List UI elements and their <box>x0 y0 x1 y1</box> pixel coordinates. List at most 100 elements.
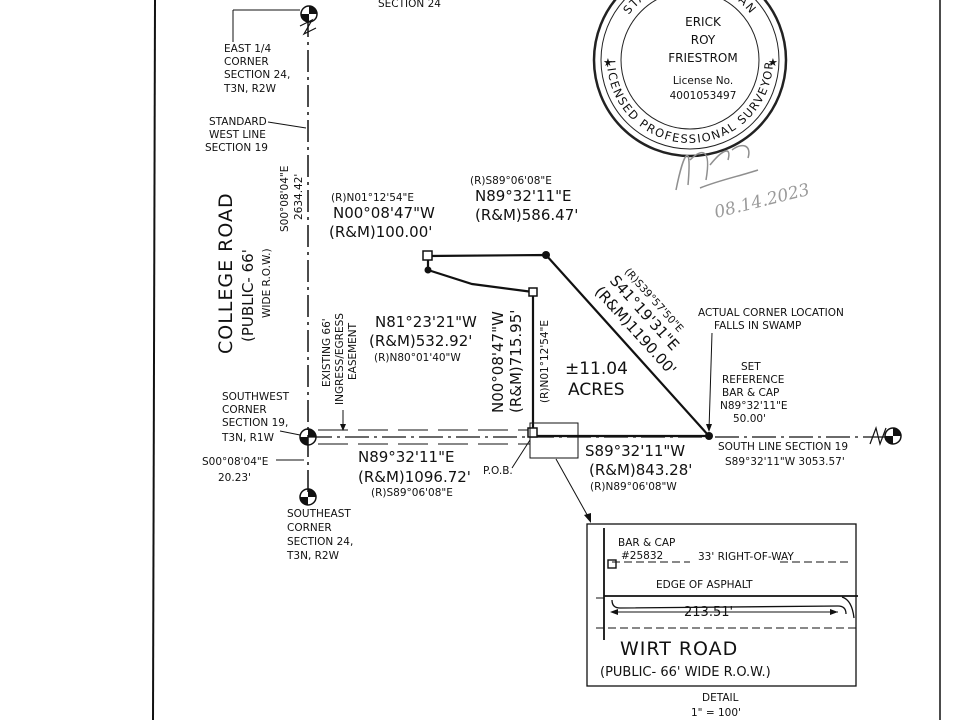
course-west-small-distance: (R&M)100.00' <box>329 223 432 241</box>
southeast-corner-monument <box>299 488 317 506</box>
svg-text:SECTION 24,: SECTION 24, <box>287 536 353 548</box>
detail-bar-cap-marker <box>607 559 617 569</box>
detail-bar-cap-label: BAR & CAP <box>618 537 675 549</box>
detail-bar-cap-number: #25832 <box>621 550 663 562</box>
west-line-bearing: S00°08'04"E <box>279 166 291 232</box>
course-south-west-bearing: N89°32'11"E <box>358 448 454 466</box>
svg-text:SECTION 19,: SECTION 19, <box>222 417 288 429</box>
seal-license-label: License No. <box>673 75 733 87</box>
tie-south-distance: 20.23' <box>218 472 251 484</box>
course-south-west-distance: (R&M)1096.72' <box>358 468 471 486</box>
detail-asphalt-label: EDGE OF ASPHALT <box>656 579 753 591</box>
actual-corner-note-2: FALLS IN SWAMP <box>714 320 801 332</box>
set-reference-label: SET REFERENCE BAR & CAP N89°32'11"E 50.0… <box>720 361 788 425</box>
tie-south-bearing: S00°08'04"E <box>202 456 268 468</box>
easement-label-2: INGRESS/EGRESS <box>334 313 346 405</box>
acreage-value: ±11.04 <box>565 359 628 379</box>
parcel-boundary <box>426 253 712 438</box>
detail-inset: BAR & CAP #25832 33' RIGHT-OF-WAY EDGE O… <box>586 523 858 687</box>
detail-scale: 1" = 100' <box>691 707 741 719</box>
svg-text:BAR & CAP: BAR & CAP <box>722 387 779 399</box>
course-south-west-record: (R)S89°06'08"E <box>371 487 453 499</box>
course-north-bearing: N89°32'11"E <box>475 187 571 205</box>
detail-pointer-arrow-icon <box>584 513 591 523</box>
parcel-corner-inner-marker <box>528 287 538 297</box>
svg-text:CORNER: CORNER <box>222 404 267 416</box>
seal-license-number: 4001053497 <box>670 90 737 102</box>
svg-text:CORNER: CORNER <box>287 522 332 534</box>
seal-star-right-icon: ★ <box>768 56 778 69</box>
section-24-label: SECTION 24 <box>378 0 441 10</box>
college-road-name: COLLEGE ROAD <box>215 192 237 354</box>
detail-road-name: WIRT ROAD <box>620 638 738 660</box>
surveyor-signature: 08.14.2023 <box>675 144 812 223</box>
seal-name-last: FRIESTROM <box>668 51 737 65</box>
east-section-line-monument <box>884 427 902 445</box>
college-road-sub2: WIDE R.O.W.) <box>261 248 273 318</box>
detail-dimension-arrow-left-icon <box>610 609 618 615</box>
course-vert-record: (R)N01°12'54"E <box>539 320 551 403</box>
detail-pointer-line <box>555 458 591 521</box>
svg-text:EAST 1/4: EAST 1/4 <box>224 43 271 55</box>
svg-text:50.00': 50.00' <box>733 413 766 425</box>
course-vert-distance: (R&M)715.95' <box>507 310 525 413</box>
south-line-section-bearing: S89°32'11"W 3053.57' <box>725 456 845 468</box>
pob-leader <box>511 439 531 469</box>
detail-row-label: 33' RIGHT-OF-WAY <box>698 551 794 563</box>
seal-name-middle: ROY <box>691 33 716 47</box>
southwest-corner-label: SOUTHWEST CORNER SECTION 19, T3N, R1W <box>221 391 301 444</box>
west-line-distance: 2634.42' <box>293 174 305 220</box>
svg-text:T3N, R2W: T3N, R2W <box>286 550 340 562</box>
svg-text:WEST LINE: WEST LINE <box>209 129 266 141</box>
svg-text:T3N, R2W: T3N, R2W <box>223 83 277 95</box>
easement-label-3: EASEMENT <box>347 322 359 380</box>
course-west-small-bearing: N00°08'47"W <box>333 204 435 222</box>
course-vert-bearing: N00°08'47"W <box>489 311 507 413</box>
pob-label: P.O.B. <box>483 465 513 477</box>
parcel-corner-nw-marker <box>422 250 433 261</box>
easement-arrow-head-icon <box>340 424 346 431</box>
parcel-corner-ne-marker <box>542 251 550 259</box>
south-line-section-label: SOUTH LINE SECTION 19 <box>718 441 848 453</box>
standard-west-line-label: STANDARD WEST LINE SECTION 19 <box>205 116 307 154</box>
course-north-distance: (R&M)586.47' <box>475 206 578 224</box>
page-border-left <box>152 0 156 720</box>
pob-marker <box>527 427 538 438</box>
parcel-corner-se-marker <box>705 432 713 440</box>
detail-distance: 213.51' <box>684 605 733 620</box>
svg-text:STANDARD: STANDARD <box>209 116 267 128</box>
acreage-unit: ACRES <box>568 380 625 400</box>
svg-text:SECTION 19: SECTION 19 <box>205 142 268 154</box>
detail-road-sub: (PUBLIC- 66' WIDE R.O.W.) <box>600 665 771 680</box>
east-quarter-corner-monument <box>300 5 318 23</box>
parcel-corner-w-marker <box>424 266 432 274</box>
svg-text:08.14.2023: 08.14.2023 <box>712 180 811 223</box>
actual-corner-note-1: ACTUAL CORNER LOCATION <box>698 307 844 319</box>
college-road-sub1: (PUBLIC- 66' <box>239 249 257 342</box>
svg-text:SOUTHEAST: SOUTHEAST <box>287 508 351 520</box>
course-diag-west-record: (R)N80°01'40"W <box>374 352 461 364</box>
svg-text:SECTION 24,: SECTION 24, <box>224 69 290 81</box>
easement-label-1: EXISTING 66' <box>321 318 333 387</box>
course-diag-west-distance: (R&M)532.92' <box>369 332 472 350</box>
course-north-record: (R)S89°06'08"E <box>470 175 552 187</box>
east-quarter-corner-label: EAST 1/4 CORNER SECTION 24, T3N, R2W <box>223 9 300 95</box>
svg-text:N89°32'11"E: N89°32'11"E <box>720 400 788 412</box>
svg-text:CORNER: CORNER <box>224 56 269 68</box>
actual-corner-arrow-icon <box>706 424 712 432</box>
actual-corner-leader <box>708 332 713 431</box>
southeast-corner-label: SOUTHEAST CORNER SECTION 24, T3N, R2W <box>286 508 353 562</box>
course-south-east-distance: (R&M)843.28' <box>589 461 692 479</box>
detail-dimension-arrow-right-icon <box>830 609 838 615</box>
course-south-east-bearing: S89°32'11"W <box>585 442 685 460</box>
course-diag-west-bearing: N81°23'21"W <box>375 313 477 331</box>
svg-text:REFERENCE: REFERENCE <box>722 374 784 386</box>
surveyor-seal: STATE OF MICHIGAN LICENSED PROFESSIONAL … <box>592 0 788 158</box>
seal-star-left-icon: ★ <box>603 56 613 69</box>
west-section-line <box>299 15 317 495</box>
seal-name-first: ERICK <box>685 15 722 29</box>
svg-text:SET: SET <box>741 361 761 373</box>
svg-text:T3N, R1W: T3N, R1W <box>221 432 275 444</box>
svg-text:SOUTHWEST: SOUTHWEST <box>222 391 290 403</box>
